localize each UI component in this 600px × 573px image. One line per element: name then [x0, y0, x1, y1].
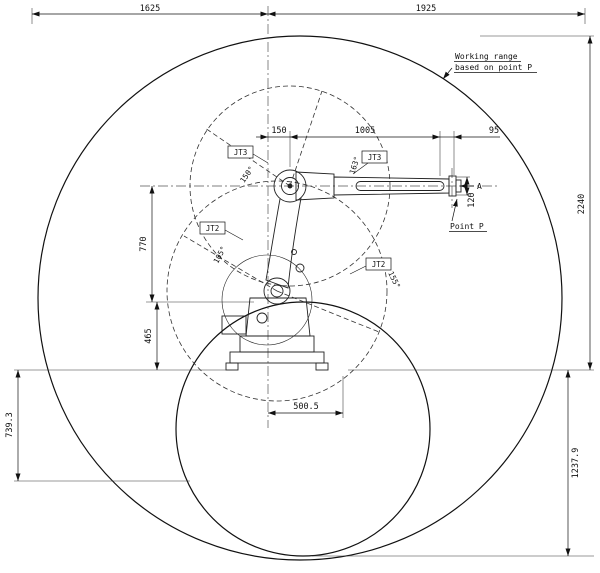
angle-150-label: 150° — [238, 165, 256, 185]
jt3-joint-inner — [281, 177, 299, 195]
upper-arm-slot — [355, 181, 445, 191]
jt2-tag-left-box — [199, 221, 226, 235]
jt2-tag-right-box — [365, 257, 392, 271]
extension-lines — [14, 8, 594, 557]
angle-105-label: 105° — [212, 245, 228, 265]
jt2-joint-outer — [263, 277, 291, 305]
dim-text-465: 465 — [144, 328, 154, 343]
working-range-label-line1: Working range — [455, 52, 518, 61]
angle-163-label: 163° — [348, 155, 362, 175]
jt2-tag-left-label: JT2 — [206, 224, 220, 233]
base-plate — [229, 351, 325, 364]
upper-arm-inner-link — [295, 171, 335, 201]
lower-arm-link — [265, 197, 302, 289]
jt2-radial-left — [183, 235, 278, 292]
working-envelope — [37, 35, 563, 561]
jt3-tag-right-box — [361, 150, 388, 164]
envelope-lower-circle — [175, 301, 431, 557]
dim-text-500-5: 500.5 — [293, 402, 319, 412]
dim-text-2240: 2240 — [577, 194, 587, 214]
jt3-radial-right — [289, 90, 323, 187]
working-range-label-line2: based on point P — [455, 63, 532, 72]
dim-text-1237-9: 1237.9 — [571, 448, 581, 479]
cable-bracket — [295, 263, 305, 273]
jt3-tag-right-leader — [352, 162, 369, 175]
jt2-radial-right — [276, 290, 380, 333]
jt3-joint-center — [287, 183, 293, 189]
dim-text-770: 770 — [139, 236, 149, 251]
working-range-leader — [442, 67, 453, 80]
jt3-tag-left-box — [227, 145, 254, 159]
point-p-leader — [451, 198, 458, 222]
dimension-lines — [15, 11, 593, 556]
envelope-outer-circle — [37, 35, 563, 561]
base-foot-left — [225, 362, 239, 371]
jt2-tag-right-label: JT2 — [372, 260, 386, 269]
point-p-label: Point P — [450, 222, 484, 231]
annotations: Working range based on point P Point P A… — [199, 52, 537, 290]
jt3-joint-outer — [273, 169, 307, 203]
angle-155-label: 155° — [386, 270, 402, 290]
jt2-tag-left-leader — [224, 229, 244, 241]
base-foot-right — [315, 362, 329, 371]
dim-text-1925: 1925 — [416, 4, 436, 14]
dim-text-95: 95 — [489, 126, 499, 136]
jt2-joint-inner — [270, 284, 284, 298]
centerlines — [140, 6, 500, 428]
jt2-tag-right-leader — [349, 265, 367, 275]
jt3-tag-left-label: JT3 — [234, 148, 248, 157]
dim-text-150: 150 — [271, 126, 286, 136]
base-side-box — [221, 315, 247, 335]
section-a-label: A — [477, 182, 482, 191]
cable-bolt — [291, 249, 297, 255]
jt2-range-circle — [166, 180, 388, 402]
dim-text-120: 120 — [467, 192, 477, 207]
dim-text-1625: 1625 — [140, 4, 160, 14]
robot-arm — [221, 169, 462, 371]
dimension-texts: 1625 1925 2240 1237.9 739.3 770 465 150 … — [5, 4, 587, 478]
dim-text-739-3: 739.3 — [5, 412, 15, 438]
swivel-circle — [221, 254, 313, 346]
jt3-tag-left-leader — [252, 153, 269, 164]
base-connector — [256, 312, 268, 324]
dim-text-1005: 1005 — [355, 126, 375, 136]
jt3-tag-right-label: JT3 — [368, 153, 382, 162]
